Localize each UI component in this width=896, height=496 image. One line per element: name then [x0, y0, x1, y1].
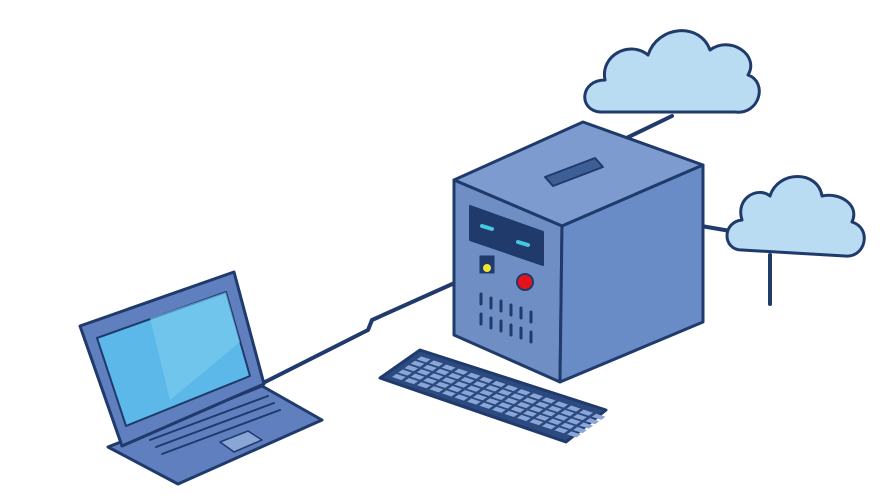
keyboard-key[interactable]: [504, 410, 519, 417]
keyboard-key[interactable]: [573, 426, 587, 434]
laptop-touchpad[interactable]: [219, 430, 263, 453]
keyboard-key[interactable]: [473, 394, 487, 401]
keyboard-key[interactable]: [485, 385, 500, 392]
keyboard-keys: [392, 356, 606, 438]
cable-laptop-server: [263, 266, 490, 384]
keyboard-key[interactable]: [473, 381, 487, 388]
keyboard-key[interactable]: [510, 406, 525, 413]
keyboard-key[interactable]: [548, 418, 562, 425]
keyboard-key[interactable]: [467, 398, 481, 405]
keyboard-key[interactable]: [423, 377, 437, 384]
keyboard-key[interactable]: [573, 414, 587, 421]
keyboard-key[interactable]: [566, 418, 581, 425]
keyboard-key[interactable]: [429, 386, 444, 393]
keyboard-key[interactable]: [560, 409, 575, 417]
keyboard-key[interactable]: [416, 356, 431, 363]
cloud-icon: [583, 29, 761, 114]
keyboard-key[interactable]: [523, 397, 537, 404]
keyboard-key[interactable]: [491, 393, 506, 400]
keyboard-key[interactable]: [541, 397, 556, 404]
keyboard-key[interactable]: [454, 368, 469, 375]
keyboard-key[interactable]: [554, 401, 569, 408]
keyboard-key[interactable]: [510, 393, 525, 400]
keyboard-key[interactable]: [429, 360, 444, 367]
keyboard-key[interactable]: [410, 360, 425, 367]
port-led: [483, 264, 491, 272]
screen-glare: [150, 292, 240, 400]
keyboard-key[interactable]: [535, 401, 550, 408]
keyboard-key[interactable]: [554, 427, 569, 434]
vent-grille: [479, 292, 533, 344]
keyboard-key[interactable]: [529, 419, 544, 426]
keyboard-key[interactable]: [504, 385, 519, 392]
keyboard-key[interactable]: [410, 373, 425, 380]
keyboard-key[interactable]: [529, 406, 544, 413]
keyboard-key[interactable]: [579, 409, 594, 416]
keyboard-key[interactable]: [441, 377, 456, 384]
keyboard-key[interactable]: [398, 369, 412, 376]
server-top-slot: [544, 157, 604, 187]
keyboard-key[interactable]: [479, 376, 494, 383]
keyboard-key[interactable]: [541, 410, 556, 417]
keyboard[interactable]: [378, 348, 608, 444]
keyboard-key[interactable]: [417, 382, 431, 389]
cloud-icon: [725, 175, 866, 258]
keyboard-key[interactable]: [435, 381, 450, 388]
keyboard-key[interactable]: [498, 402, 512, 409]
keyboard-key[interactable]: [554, 414, 569, 421]
laptop-keyboard: [149, 395, 281, 455]
keyboard-key[interactable]: [548, 405, 562, 412]
keyboard-key[interactable]: [492, 406, 506, 413]
keyboard-key[interactable]: [491, 380, 506, 388]
keyboard-key[interactable]: [523, 410, 537, 417]
keyboard-key[interactable]: [516, 389, 531, 396]
keyboard-key[interactable]: [504, 397, 519, 405]
keyboard-key[interactable]: [566, 405, 581, 412]
keyboard-key[interactable]: [591, 413, 606, 420]
keyboard-key[interactable]: [404, 378, 419, 385]
keyboard-key[interactable]: [454, 394, 469, 401]
keyboard-key[interactable]: [416, 369, 431, 376]
keyboard-key[interactable]: [448, 385, 462, 393]
keyboard-key[interactable]: [516, 402, 531, 409]
server-side-face: [558, 163, 705, 384]
keyboard-key[interactable]: [535, 414, 550, 421]
keyboard-key[interactable]: [460, 377, 475, 384]
keyboard-key[interactable]: [466, 385, 481, 392]
keyboard-key[interactable]: [579, 422, 594, 429]
keyboard-key[interactable]: [498, 389, 512, 396]
keyboard-key[interactable]: [466, 372, 481, 379]
keyboard-key[interactable]: [529, 393, 544, 400]
power-button[interactable]: [516, 273, 534, 291]
keyboard-key[interactable]: [585, 418, 600, 425]
keyboard-key[interactable]: [392, 373, 406, 381]
keyboard-key[interactable]: [542, 423, 556, 430]
keyboard-key[interactable]: [560, 422, 575, 429]
keyboard-key[interactable]: [460, 390, 475, 397]
keyboard-key[interactable]: [517, 414, 531, 422]
keyboard-key[interactable]: [479, 402, 494, 409]
keyboard-key[interactable]: [479, 389, 494, 396]
keyboard-key[interactable]: [448, 373, 462, 380]
keyboard-key[interactable]: [429, 373, 444, 380]
display-led: [516, 240, 530, 247]
keyboard-key[interactable]: [442, 390, 456, 397]
keyboard-key[interactable]: [404, 365, 419, 372]
keyboard-key[interactable]: [423, 364, 437, 371]
display-led: [480, 224, 494, 231]
keyboard-key[interactable]: [567, 431, 581, 438]
keyboard-key[interactable]: [441, 364, 456, 371]
server-display-panel: [469, 205, 544, 266]
keyboard-key[interactable]: [454, 381, 469, 388]
keyboard-key[interactable]: [435, 368, 450, 376]
keyboard-key[interactable]: [485, 398, 500, 405]
